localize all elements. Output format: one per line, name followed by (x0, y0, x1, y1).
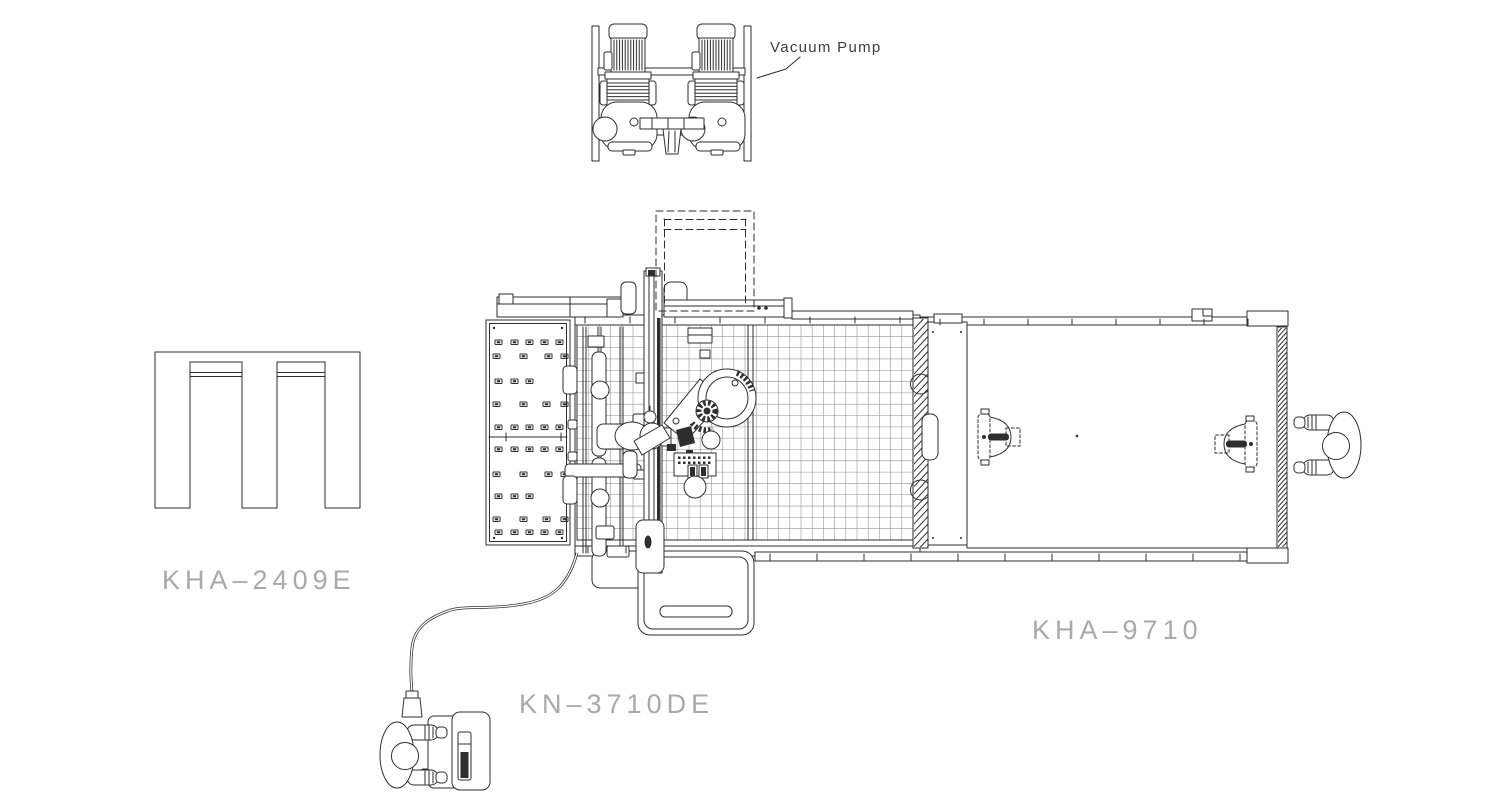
vacuum-pump-label: Vacuum Pump (770, 39, 882, 56)
edge-bracket (921, 413, 939, 461)
crossbeam-left-lower (496, 303, 624, 318)
pump-units (592, 23, 746, 156)
corner-tab-bottom (1246, 547, 1289, 564)
cable-plug (401, 697, 423, 718)
machine-model-label: KN–3710DE (519, 689, 714, 719)
perforated-panel (485, 319, 571, 546)
brush-seal-hatch (1278, 328, 1287, 547)
outfeed-surface (966, 324, 1288, 549)
rail-tick-marks (584, 316, 1249, 561)
blade-gear (696, 400, 718, 422)
vacuum-pump (591, 23, 801, 162)
corner-tab-top (1246, 310, 1289, 327)
control-console-group (379, 552, 579, 791)
operator-figure-right (1293, 411, 1362, 479)
pump-frame-left (591, 25, 600, 162)
crossbeam-right (663, 299, 789, 318)
pallet-outline (154, 351, 361, 509)
vacuum-pump-leader-line (756, 56, 801, 79)
pallet-model-label: KHA–2409E (162, 565, 356, 595)
gantry-shoulder-left (620, 281, 637, 315)
outfeed-model-label: KHA–9710 (1032, 615, 1203, 645)
bottom-tray (591, 550, 755, 636)
gantry-and-saw (496, 210, 1249, 574)
pendant-cable (409, 552, 579, 695)
pallet (154, 351, 361, 509)
outfeed-bottom-rail (754, 551, 1248, 562)
crossbeam-left-upper (496, 296, 624, 305)
phantom-hood-outline (655, 210, 755, 312)
saw-unit (596, 368, 757, 499)
pump-frame-right (743, 25, 752, 162)
outfeed-table (754, 308, 1362, 564)
